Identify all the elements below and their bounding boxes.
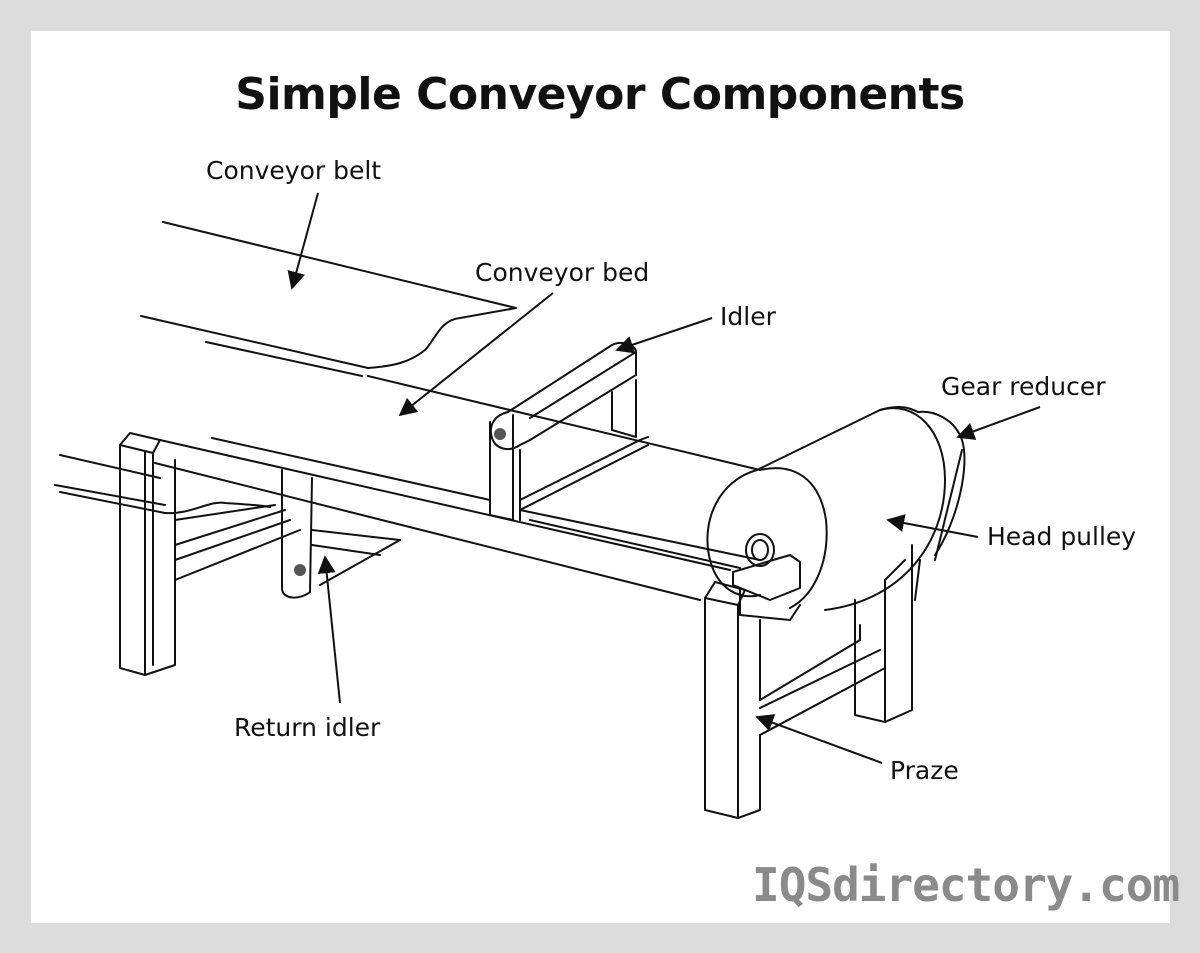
diagram-canvas (31, 31, 1170, 923)
return-idler-shape (281, 469, 401, 599)
idler-shape (489, 342, 649, 521)
left-leg-shape (119, 432, 301, 676)
arrow-conveyor-belt (287, 192, 319, 290)
watermark-logo: IQSdirectory.com (752, 858, 1180, 912)
arrow-gear-reducer (956, 406, 1041, 440)
label-frame: Praze (890, 756, 959, 785)
conveyor-bed-shape (54, 437, 761, 601)
idler-pivot-dot (494, 428, 506, 440)
conveyor-belt-shape (140, 221, 761, 471)
bearing-block-shape (732, 533, 801, 621)
head-pulley-shape (706, 405, 966, 611)
diagram-title: Simple Conveyor Components (235, 69, 965, 120)
label-return-idler: Return idler (234, 713, 381, 742)
frame-shape (704, 544, 913, 819)
arrow-conveyor-bed (398, 292, 554, 417)
label-head-pulley: Head pulley (987, 522, 1137, 551)
label-idler: Idler (720, 302, 776, 331)
arrow-idler (615, 317, 713, 354)
arrow-head-pulley (886, 514, 979, 538)
arrow-frame (755, 714, 883, 764)
return-idler-pivot-dot (294, 564, 306, 576)
label-conveyor-belt: Conveyor belt (206, 156, 382, 185)
label-conveyor-bed: Conveyor bed (475, 258, 650, 287)
label-gear-reducer: Gear reducer (941, 372, 1106, 401)
arrow-return-idler (317, 555, 341, 704)
